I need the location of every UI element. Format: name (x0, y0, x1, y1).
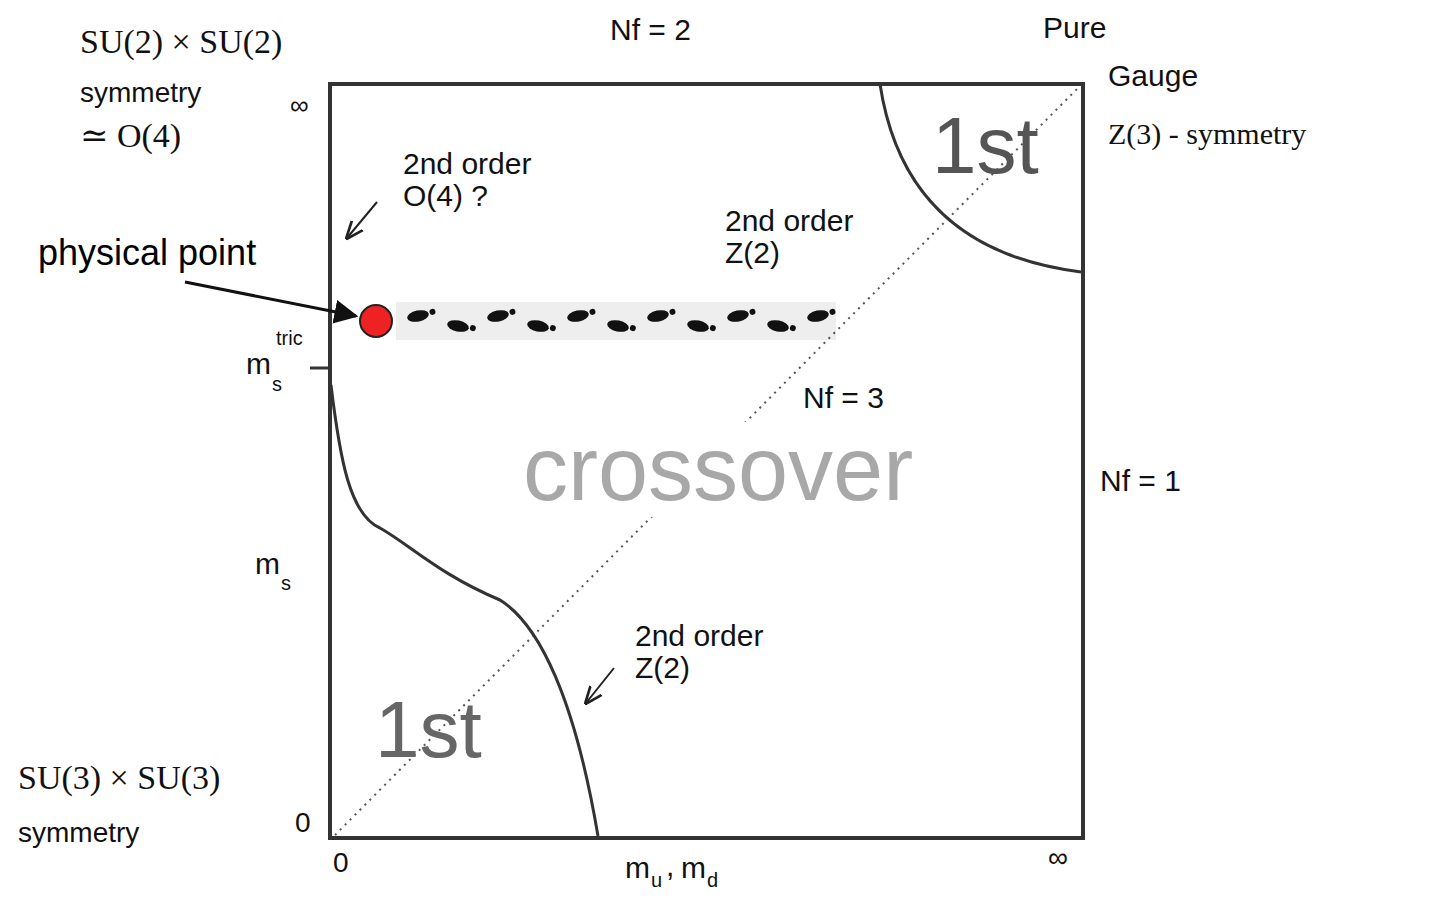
footprint (726, 307, 757, 324)
symmetry-label: symmetry (18, 818, 139, 847)
pointer-arrow (347, 202, 377, 238)
leader-line (185, 282, 356, 316)
symmetry-label: ≃ O(4) (80, 118, 181, 154)
axis-value: 0 (333, 848, 349, 877)
axis-value: ∞ (290, 92, 309, 119)
footprint-toe (509, 308, 516, 315)
footprint (446, 318, 477, 335)
footprint-toe (709, 325, 716, 332)
footprint-sole (726, 308, 750, 323)
axis-label: m (255, 548, 280, 580)
callout-label: physical point (38, 234, 256, 272)
path-band (396, 302, 836, 340)
footprint-sole (526, 318, 550, 333)
footprint-toe (629, 325, 636, 332)
region-label: crossover (520, 422, 916, 517)
footprint-toe (429, 308, 436, 315)
symmetry-label: SU(2) × SU(2) (80, 24, 282, 60)
axis-label: u (651, 870, 662, 891)
footprint-toe (669, 308, 676, 315)
axis-label: m (246, 348, 271, 380)
axis-label: s (272, 374, 282, 395)
footprint-toe (749, 308, 756, 315)
footprint (486, 307, 517, 324)
axis-label: tric (276, 328, 303, 349)
axis-label: , (666, 850, 674, 882)
axis-value: ∞ (1048, 843, 1068, 872)
footprint (406, 307, 437, 324)
footprint-sole (566, 308, 590, 323)
boundary-curve (880, 84, 1081, 272)
footprint-sole (486, 308, 510, 323)
footprint-sole (686, 318, 710, 333)
plot-frame (330, 84, 1083, 838)
footprint-sole (806, 308, 830, 323)
footprint-sole (606, 318, 630, 333)
footprint-sole (646, 308, 670, 323)
footprint (606, 318, 637, 335)
axis-tick (310, 367, 330, 370)
corner-label: Gauge (1108, 60, 1198, 92)
axis-value: 0 (295, 808, 311, 837)
footprint-sole (446, 318, 470, 333)
transition-label: 2nd order O(4) ? (403, 148, 578, 211)
flavour-label: Nf = 2 (610, 14, 691, 46)
transition-label: 2nd order Z(2) (635, 620, 810, 683)
symmetry-label: SU(3) × SU(3) (18, 760, 220, 796)
pointer-arrow (586, 668, 614, 703)
axis-label: m (625, 852, 650, 884)
axis-label: s (281, 573, 291, 594)
symmetry-label: symmetry (80, 78, 201, 107)
footprint (686, 318, 717, 335)
diagonal-line (335, 86, 1080, 835)
footprint-sole (766, 318, 790, 333)
footprint-toe (829, 308, 836, 315)
flavour-label: Nf = 1 (1100, 465, 1181, 497)
physical-point-dot (360, 305, 392, 337)
footprint (646, 307, 677, 324)
axis-label: m (681, 852, 706, 884)
region-label: 1st (932, 104, 1039, 188)
footprint-sole (406, 308, 430, 323)
flavour-label: Nf = 3 (800, 382, 887, 414)
footprint (766, 318, 797, 335)
region-label: 1st (375, 688, 482, 772)
axis-label: d (707, 870, 718, 891)
footprints (406, 307, 837, 335)
footprint (806, 307, 837, 324)
transition-label: 2nd order Z(2) (725, 205, 900, 268)
footprint (566, 307, 597, 324)
symmetry-label: Z(3) - symmetry (1108, 118, 1306, 150)
corner-label: Pure (1043, 12, 1106, 44)
footprint-toe (589, 308, 596, 315)
footprint-toe (469, 325, 476, 332)
footprint-toe (549, 325, 556, 332)
footprint (526, 318, 557, 335)
footprint-toe (789, 325, 796, 332)
